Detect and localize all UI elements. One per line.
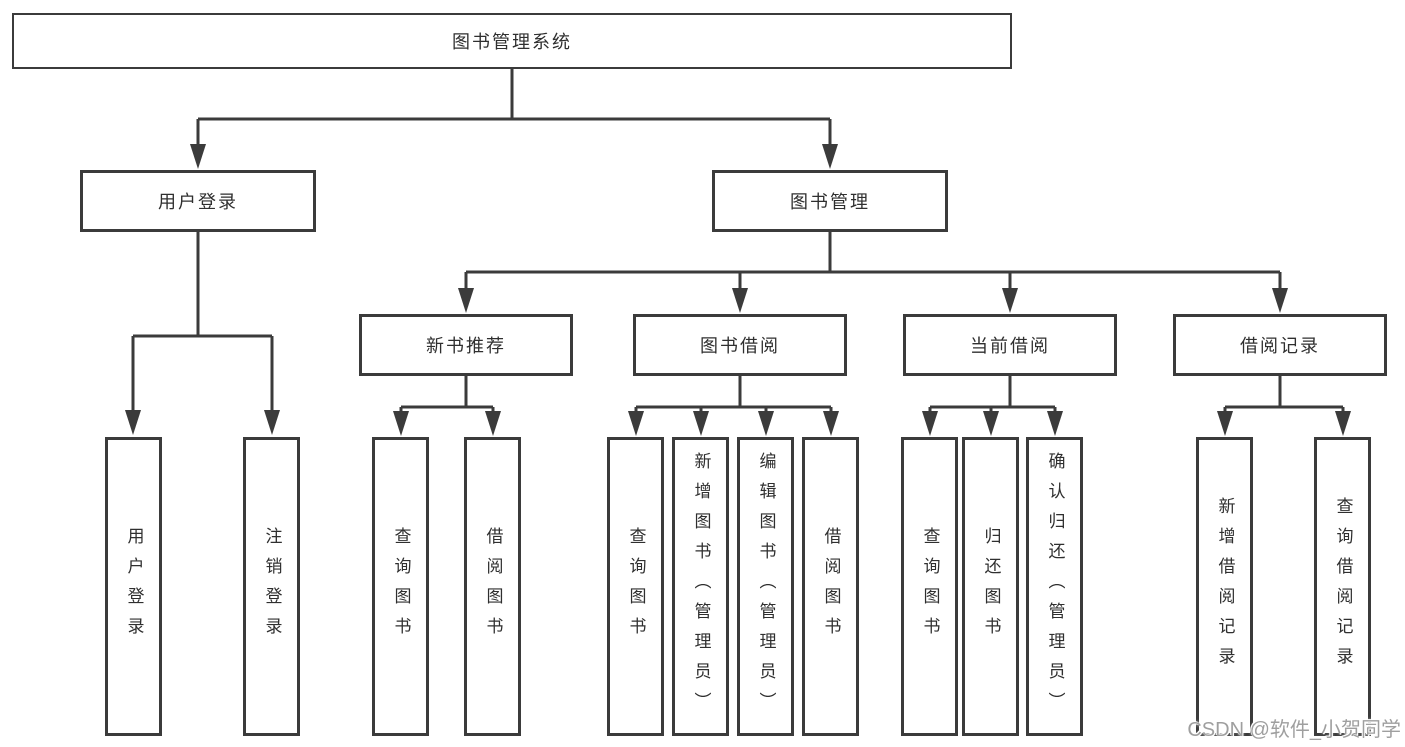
leaf-recommend-query-books-label: 查询图书 <box>391 526 411 647</box>
arrowhead-icon <box>264 410 280 435</box>
leaf-borrowing-borrow-books-label: 借阅图书 <box>821 526 841 647</box>
leaf-current-return-books-label: 归还图书 <box>981 526 1001 647</box>
leaf-recommend-borrow-books-label: 借阅图书 <box>483 526 503 647</box>
arrowhead-icon <box>693 411 709 436</box>
arrowhead-icon <box>1002 288 1018 313</box>
arrowhead-icon <box>125 410 141 435</box>
arrowhead-icon <box>1272 288 1288 313</box>
leaf-logout-label: 注销登录 <box>262 526 282 647</box>
leaf-records-query-borrow-record-label: 查询借阅记录 <box>1333 496 1353 677</box>
arrowhead-icon <box>628 411 644 436</box>
leaf-borrowing-add-books-admin-label: 新增图书（管理员） <box>691 451 711 722</box>
arrowhead-icon <box>758 411 774 436</box>
leaf-current-query-books: 查询图书 <box>901 437 958 736</box>
node-root-label: 图书管理系统 <box>452 32 572 52</box>
leaf-recommend-query-books: 查询图书 <box>372 437 429 736</box>
node-current-borrowing-label: 当前借阅 <box>970 336 1050 356</box>
leaf-records-add-borrow-record: 新增借阅记录 <box>1196 437 1253 736</box>
leaf-recommend-borrow-books: 借阅图书 <box>464 437 521 736</box>
leaf-current-confirm-return-admin-label: 确认归还（管理员） <box>1045 451 1065 722</box>
leaf-current-query-books-label: 查询图书 <box>920 526 940 647</box>
node-new-book-recommend: 新书推荐 <box>359 314 573 376</box>
edge-book-borrowing-fork <box>628 376 839 436</box>
node-book-management: 图书管理 <box>712 170 948 232</box>
node-book-management-label: 图书管理 <box>790 192 870 212</box>
arrowhead-icon <box>983 411 999 436</box>
node-borrow-records: 借阅记录 <box>1173 314 1387 376</box>
edge-current-borrowing-fork <box>922 376 1063 436</box>
leaf-borrowing-query-books: 查询图书 <box>607 437 664 736</box>
leaf-current-confirm-return-admin: 确认归还（管理员） <box>1026 437 1083 736</box>
arrowhead-icon <box>732 288 748 313</box>
arrowhead-icon <box>190 144 206 169</box>
edge-book-management-fork <box>458 232 1288 313</box>
arrowhead-icon <box>485 411 501 436</box>
leaf-user-login-label: 用户登录 <box>124 526 144 647</box>
leaf-logout: 注销登录 <box>243 437 300 736</box>
node-user-login: 用户登录 <box>80 170 316 232</box>
node-new-book-recommend-label: 新书推荐 <box>426 336 506 356</box>
arrowhead-icon <box>922 411 938 436</box>
arrowhead-icon <box>1335 411 1351 436</box>
node-borrow-records-label: 借阅记录 <box>1240 336 1320 356</box>
leaf-borrowing-borrow-books: 借阅图书 <box>802 437 859 736</box>
node-current-borrowing: 当前借阅 <box>903 314 1117 376</box>
arrowhead-icon <box>1217 411 1233 436</box>
leaf-borrowing-edit-books-admin: 编辑图书（管理员） <box>737 437 794 736</box>
arrowhead-icon <box>458 288 474 313</box>
leaf-user-login: 用户登录 <box>105 437 162 736</box>
arrowhead-icon <box>823 411 839 436</box>
leaf-borrowing-edit-books-admin-label: 编辑图书（管理员） <box>756 451 776 722</box>
node-user-login-label: 用户登录 <box>158 192 238 212</box>
leaf-records-add-borrow-record-label: 新增借阅记录 <box>1215 496 1235 677</box>
leaf-borrowing-add-books-admin: 新增图书（管理员） <box>672 437 729 736</box>
edge-new-book-recommend-fork <box>393 376 501 436</box>
edge-borrow-records-fork <box>1217 376 1351 436</box>
leaf-records-query-borrow-record: 查询借阅记录 <box>1314 437 1371 736</box>
leaf-current-return-books: 归还图书 <box>962 437 1019 736</box>
node-root: 图书管理系统 <box>12 13 1012 69</box>
watermark: CSDN @软件_小贺同学 <box>1187 719 1401 741</box>
edge-root-fork <box>190 69 838 169</box>
leaf-borrowing-query-books-label: 查询图书 <box>626 526 646 647</box>
arrowhead-icon <box>822 144 838 169</box>
arrowhead-icon <box>393 411 409 436</box>
node-book-borrowing-label: 图书借阅 <box>700 336 780 356</box>
edge-user-login-fork <box>125 232 280 435</box>
arrowhead-icon <box>1047 411 1063 436</box>
node-book-borrowing: 图书借阅 <box>633 314 847 376</box>
